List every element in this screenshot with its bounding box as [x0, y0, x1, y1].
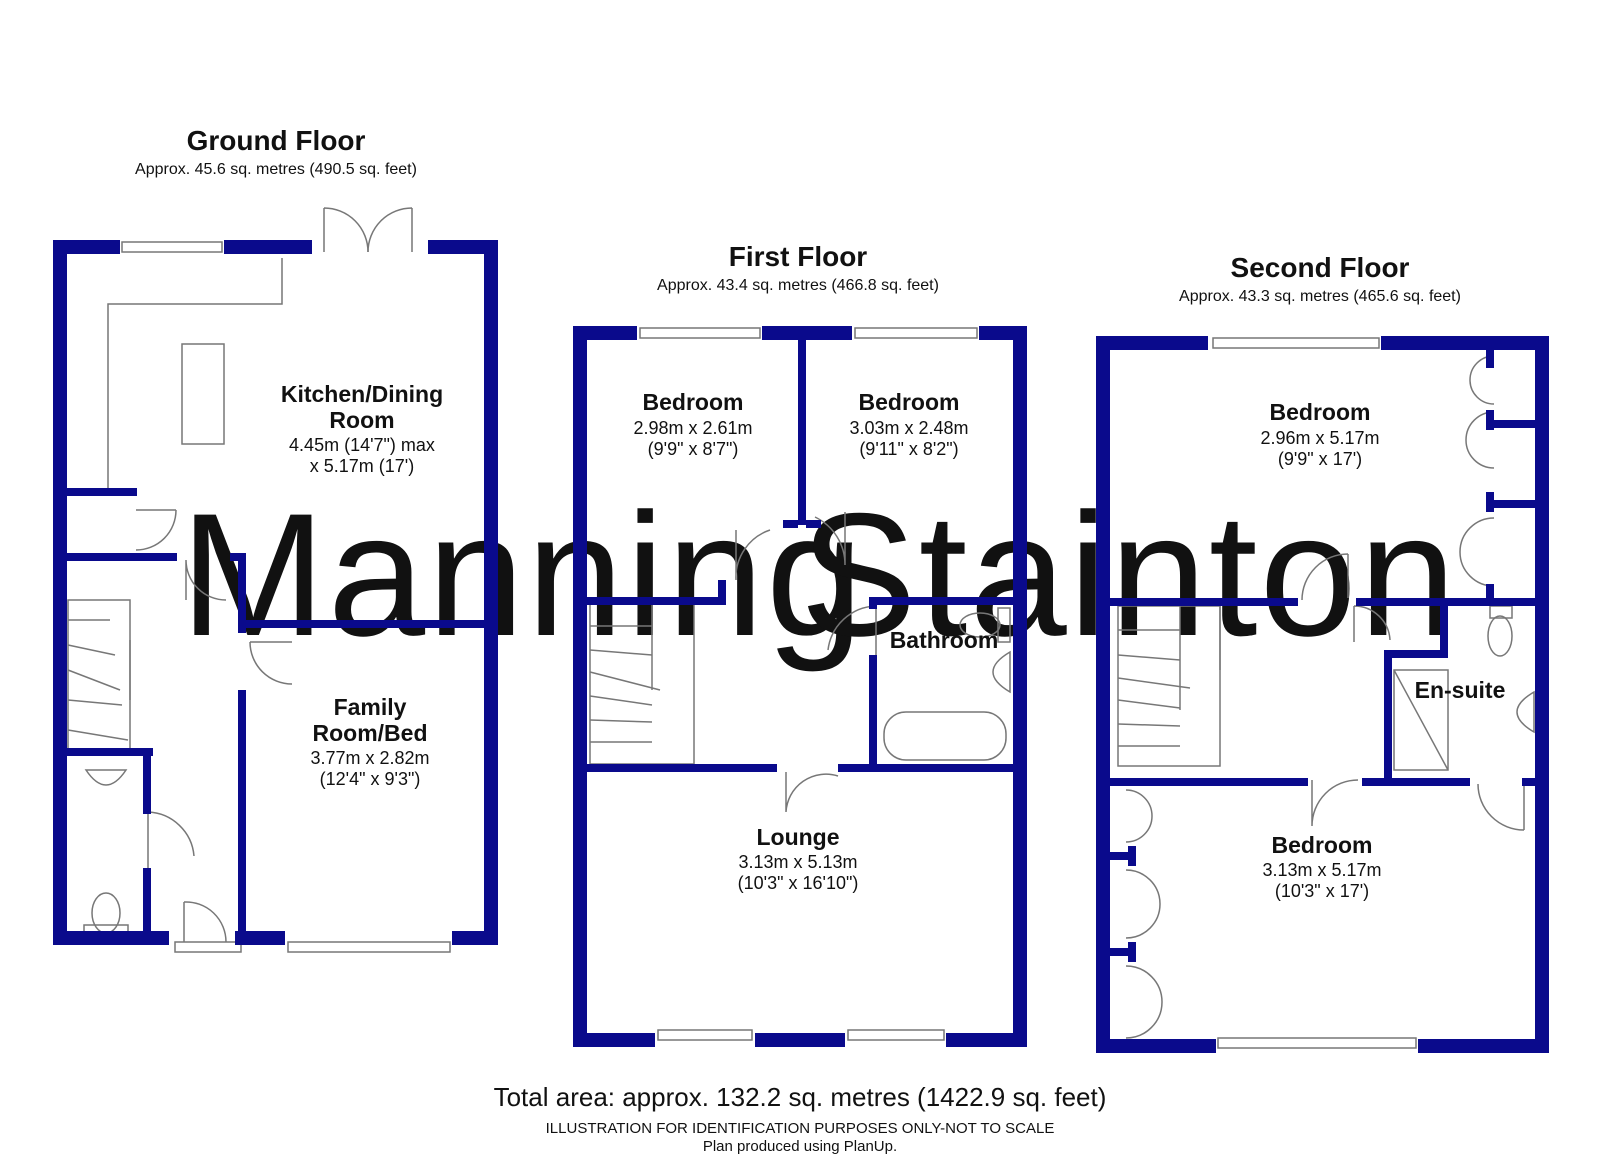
watermark-right: Stainton	[800, 478, 1458, 673]
first-bedroom-right-dim2: (9'11" x 8'2")	[859, 439, 958, 459]
first-floor-fixtures	[589, 327, 1011, 1041]
family-dim-line1: 3.77m x 2.82m	[310, 748, 429, 768]
watermark-left: Manning	[180, 478, 865, 673]
family-name-line1: Family	[334, 694, 407, 720]
second-bedroom-top-name: Bedroom	[1270, 399, 1371, 425]
first-floor-area: Approx. 43.4 sq. metres (466.8 sq. feet)	[657, 277, 939, 294]
ensuite-name: En-suite	[1415, 677, 1506, 703]
second-bedroom-bottom-dim1: 3.13m x 5.17m	[1262, 860, 1381, 880]
ground-floor-plan: Ground Floor Approx. 45.6 sq. metres (49…	[53, 125, 498, 953]
bathroom-name: Bathroom	[890, 627, 999, 653]
ground-floor-title: Ground Floor	[187, 125, 366, 156]
second-floor-area: Approx. 43.3 sq. metres (465.6 sq. feet)	[1179, 288, 1461, 305]
second-bedroom-bottom-name: Bedroom	[1272, 832, 1373, 858]
watermark: Manning Stainton	[180, 478, 1458, 673]
first-bedroom-left-dim1: 2.98m x 2.61m	[633, 418, 752, 438]
lounge-dim-line2: (10'3" x 16'10")	[738, 873, 859, 893]
ground-floor-area: Approx. 45.6 sq. metres (490.5 sq. feet)	[135, 161, 417, 178]
second-floor-walls	[1096, 336, 1549, 1053]
first-bedroom-left-name: Bedroom	[643, 389, 744, 415]
produced-by: Plan produced using PlanUp.	[702, 1138, 898, 1155]
second-bedroom-top-dim2: (9'9" x 17')	[1278, 449, 1362, 469]
ground-floor-fixtures	[67, 207, 451, 953]
ground-floor-walls	[53, 240, 498, 945]
first-floor-plan: First Floor Approx. 43.4 sq. metres (466…	[573, 241, 1027, 1047]
family-name-line2: Room/Bed	[313, 720, 428, 746]
second-floor-title: Second Floor	[1231, 252, 1410, 283]
second-floor-fixtures	[1117, 337, 1535, 1049]
second-bedroom-bottom-dim2: (10'3" x 17')	[1275, 881, 1369, 901]
kitchen-dim-line1: 4.45m (14'7") max	[289, 435, 435, 455]
first-bedroom-right-dim1: 3.03m x 2.48m	[849, 418, 968, 438]
first-floor-title: First Floor	[729, 241, 868, 272]
lounge-name: Lounge	[756, 824, 839, 850]
lounge-dim-line1: 3.13m x 5.13m	[738, 852, 857, 872]
kitchen-name-line1: Kitchen/Dining	[281, 381, 443, 407]
kitchen-dim-line2: x 5.17m (17')	[310, 456, 414, 476]
kitchen-name-line2: Room	[329, 407, 394, 433]
second-floor-plan: Second Floor Approx. 43.3 sq. metres (46…	[1096, 252, 1549, 1053]
disclaimer: ILLUSTRATION FOR IDENTIFICATION PURPOSES…	[545, 1120, 1055, 1137]
total-area: Total area: approx. 132.2 sq. metres (14…	[493, 1082, 1107, 1112]
second-bedroom-top-dim1: 2.96m x 5.17m	[1260, 428, 1379, 448]
first-bedroom-left-dim2: (9'9" x 8'7")	[648, 439, 739, 459]
first-bedroom-right-name: Bedroom	[859, 389, 960, 415]
first-floor-walls	[573, 326, 1027, 1047]
family-dim-line2: (12'4" x 9'3")	[320, 769, 421, 789]
